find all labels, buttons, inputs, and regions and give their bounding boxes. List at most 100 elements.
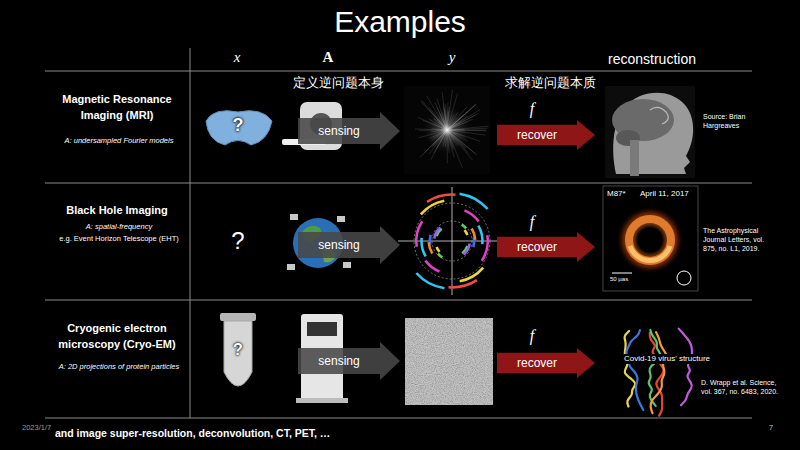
image-ground [605,86,695,178]
footer-note: and image super-resolution, deconvolutio… [55,427,485,441]
tube-cap [220,313,256,321]
kspace-spoke [447,130,448,163]
kspace-spoke [447,114,454,130]
image-caption: Covid-19 virus' structure [624,354,710,364]
arrow-fill [497,348,595,378]
uv-track [415,272,444,289]
unknown-mark: ? [224,225,252,256]
operator-note: A: spatial-frequency [58,222,180,232]
image-caption: April 11, 2017 [640,189,697,199]
kspace-spoke [435,102,447,130]
beam-circle [677,271,691,285]
uv-track [472,237,475,247]
kspace-spoke [436,130,447,150]
unknown-mark: ? [228,114,248,137]
kspace-spoke [447,107,467,130]
uv-coverage-plot [398,187,506,295]
kspace-spoke [447,130,453,149]
kspace-spoke [447,130,463,168]
kspace-spoke [447,130,458,146]
table-rules [45,48,752,418]
kspace-spoke [447,104,476,130]
kspace-spoke [437,107,447,130]
uv-track [448,279,477,289]
kspace-spoke [447,112,458,130]
protein-chain [650,333,664,416]
kspace-spoke [447,116,468,130]
operator-symbol: f [522,99,542,120]
unknown-mark: ? [228,340,248,361]
kspace-center [421,104,473,156]
kspace-spoke [447,115,464,130]
bright-arc [630,246,670,261]
kspace-spoke [447,105,475,130]
kspace-spoke [431,130,447,132]
kspace-spoke [423,120,447,130]
row-rule [45,418,752,419]
kspace-spoke [429,130,447,154]
kspace-spoke [447,107,449,130]
source-note: D. Wrapp et al. Science, vol. 367, no. 6… [701,378,780,396]
operator-note: A: undersampled Fourier models [58,136,180,146]
kspace-spoke [445,109,447,130]
operator-symbol: f [522,326,542,347]
cerebellum [616,130,640,146]
kspace-spoke [437,99,447,130]
kspace-spoke [431,130,447,141]
row-rule [45,71,752,72]
microscope-panel [307,322,337,336]
arrow-label: recover [517,128,557,142]
kspace-spoke [440,114,447,130]
kspace-spoke [434,119,447,130]
uv-track [420,238,427,257]
scale-bar [612,273,632,274]
arrow-label: sensing [318,354,359,368]
kspace-spoke [447,124,457,130]
operator-note: e.g. Event Horizon Telescope (EHT) [58,234,180,244]
column-rule [190,48,191,418]
head-outline [613,93,693,174]
kspace-spoke [447,126,489,130]
kspace-spoke [443,107,447,130]
kspace-spoke [447,130,485,135]
telescope [287,264,295,270]
kspace-spoke [447,104,476,130]
arrow-fill [298,342,400,380]
kspace-spoke [447,130,477,155]
kspace-spoke [447,130,466,147]
uv-ring [414,203,490,279]
arrow-fill [298,226,400,264]
kspace-spoke [442,92,447,130]
kspace-spoke [447,119,473,130]
glow [616,206,684,274]
kspace-spoke [447,112,468,130]
uv-track [462,245,469,254]
uv-track [464,229,469,235]
telescope [337,216,345,222]
uv-axis [452,187,453,295]
protein-chain [649,330,660,406]
kspace-spoke [447,130,473,160]
column-note: 求解逆问题本质 [488,75,612,92]
kspace-spoke [447,90,452,130]
recover-arrow: recover [497,348,595,378]
kspace-spoke [429,110,447,130]
kspace-spoke [447,130,454,157]
arrow-fill [497,232,595,262]
uv-track [420,199,445,215]
kspace-spoke [418,117,447,130]
uv-track [435,228,442,237]
recover-arrow: recover [497,232,595,262]
kspace-spoke [443,119,447,130]
micrograph-noise [405,318,493,405]
protein-chain [679,329,692,406]
operator-note: A: 2D projections of protein particles [58,362,180,372]
kspace-spoke [447,130,466,148]
kspace-spoke [429,130,447,138]
telescope [343,262,351,268]
column-header: x [227,48,247,68]
uv-track [471,228,477,240]
kspace-spoke [431,130,447,148]
image-ground [603,186,698,291]
